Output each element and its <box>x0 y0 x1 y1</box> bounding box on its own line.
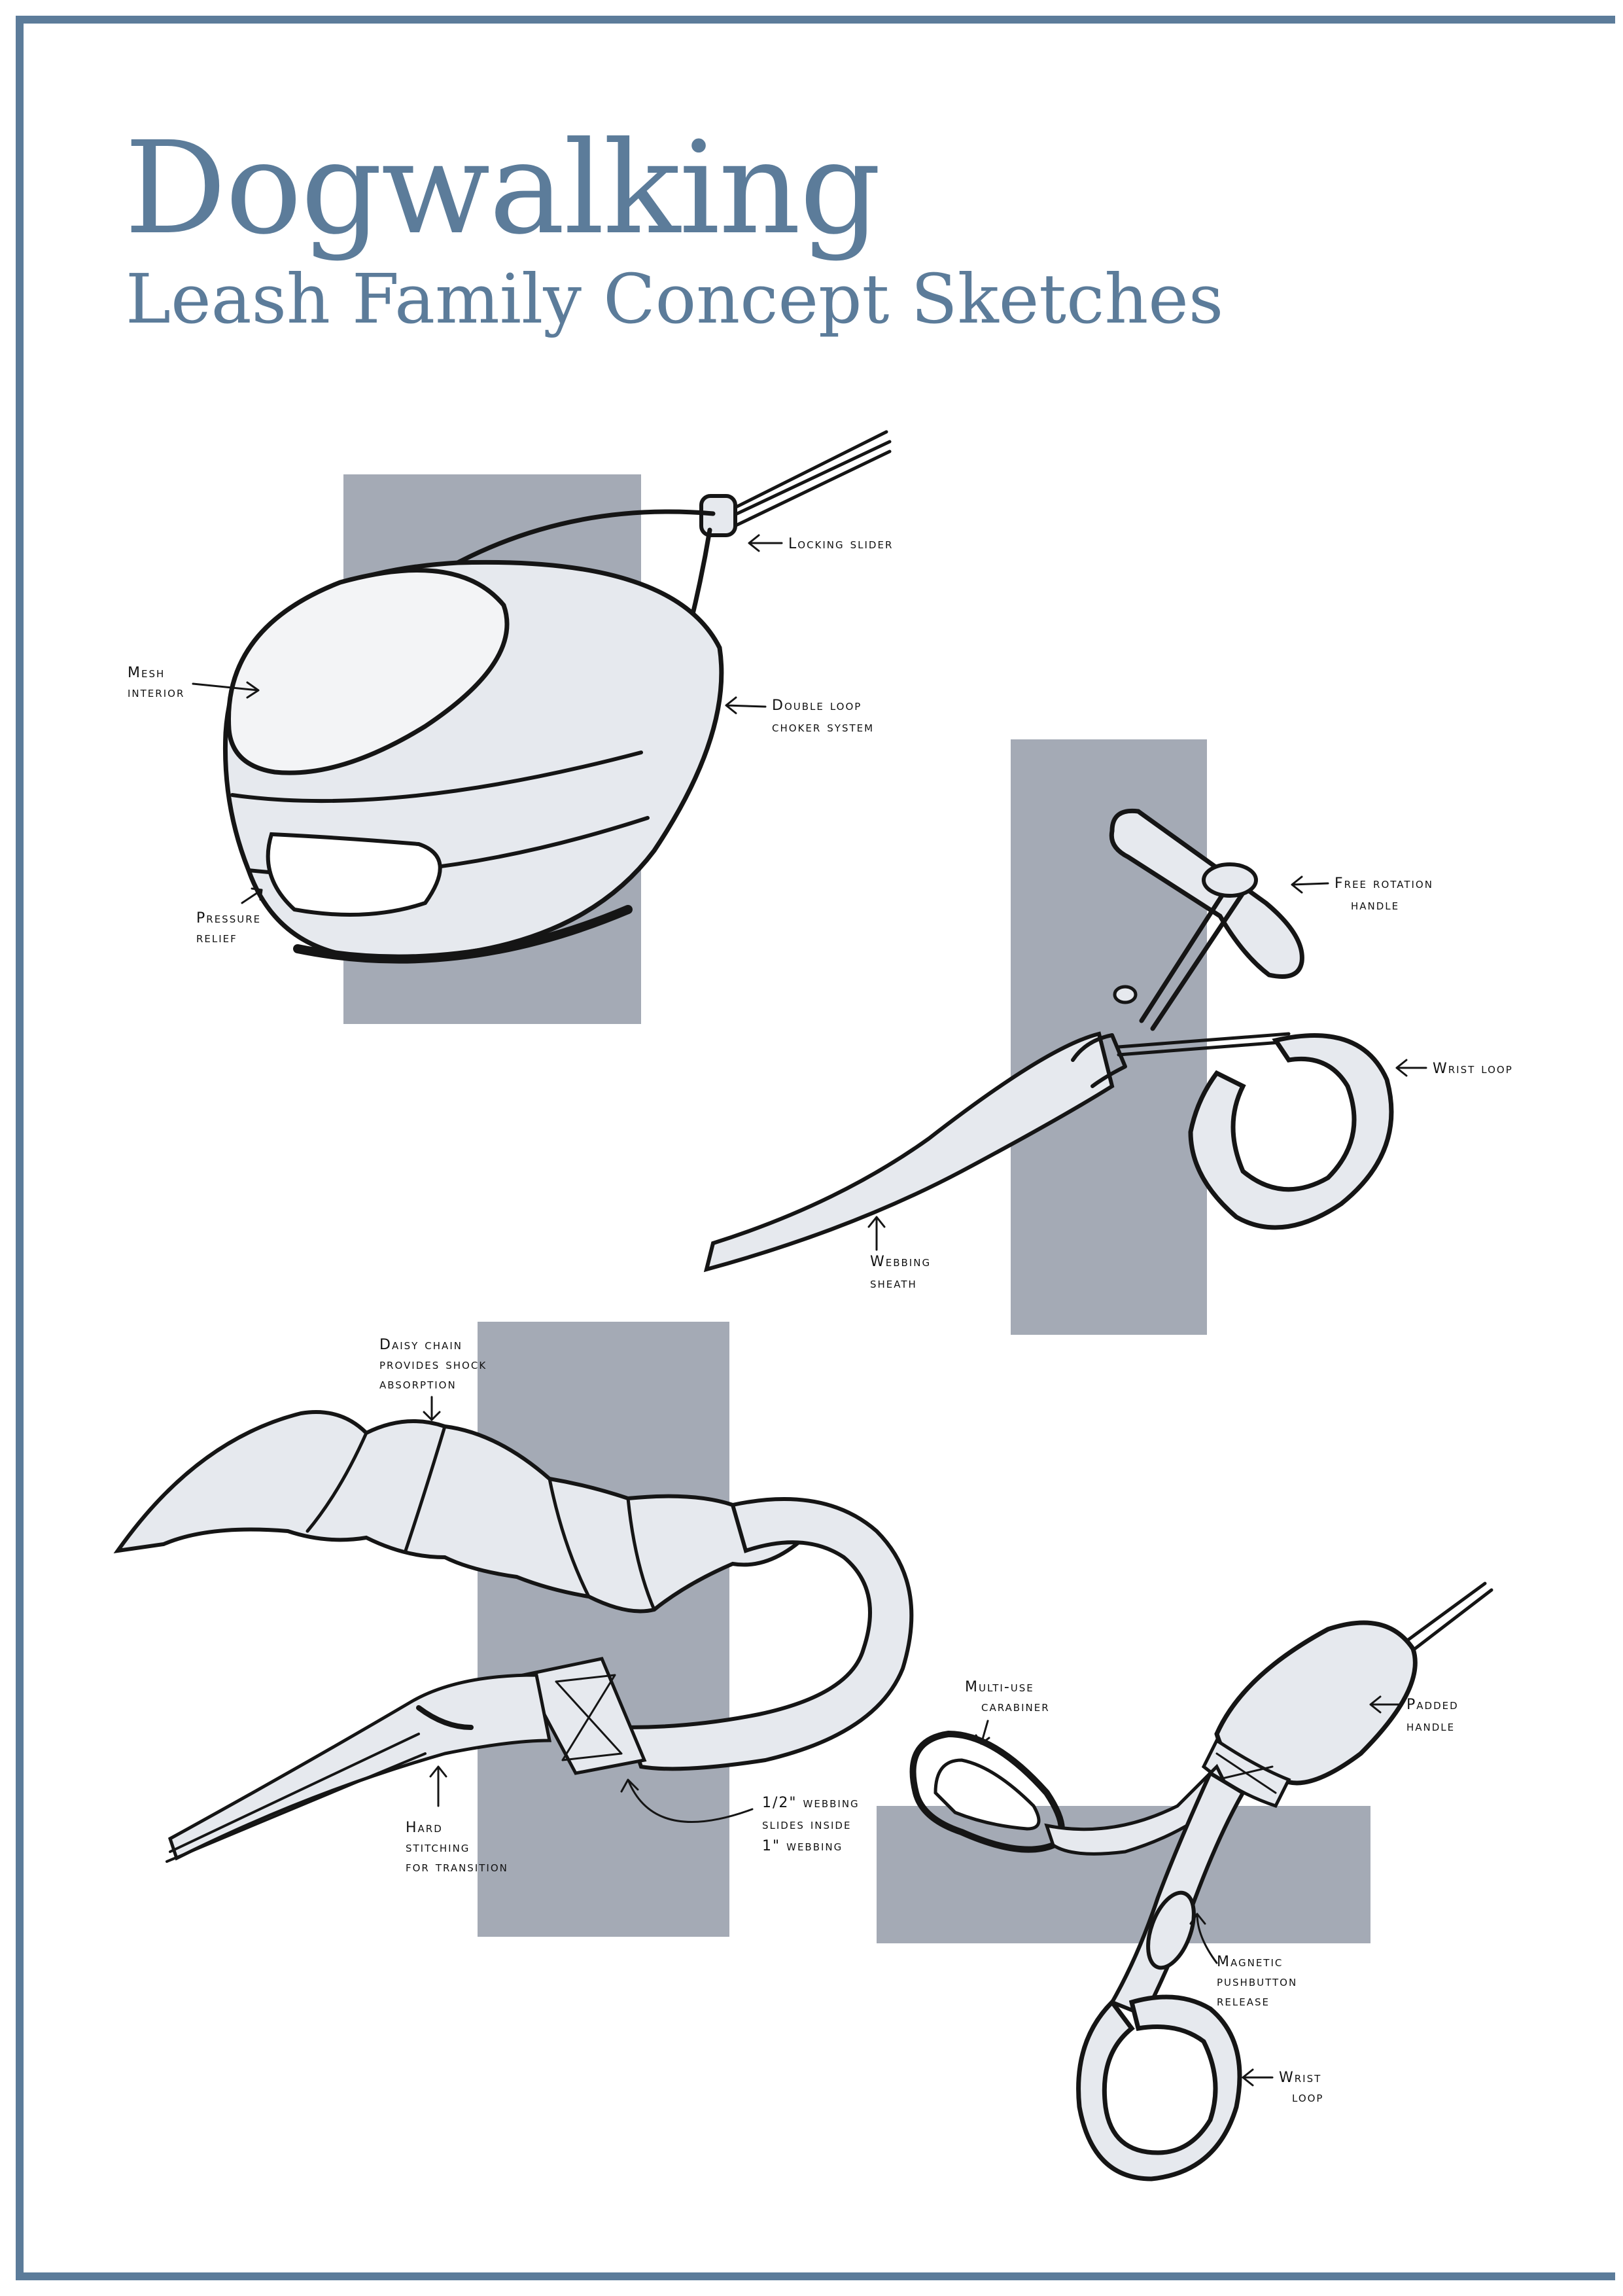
collar-band-line <box>230 751 643 804</box>
leash-cord <box>1117 1032 1291 1057</box>
padded-handle-label-1: Padded <box>1406 1697 1459 1713</box>
collar-sketch: Locking slider Mesh interior Double loop… <box>128 430 893 1024</box>
mesh-interior-label-2: interior <box>128 684 184 701</box>
daisy-chain-backdrop <box>478 1322 729 1937</box>
webbing-label-3: 1" webbing <box>762 1838 843 1854</box>
rotation-leash-sketch: Free rotation handle Wrist loop Webbing … <box>703 739 1513 1335</box>
page-title: Dogwalking <box>124 114 881 262</box>
mesh-interior-arrow <box>192 681 260 699</box>
wrist-loop-2-arrow <box>1242 2068 1274 2087</box>
main-webbing-loop <box>625 1497 914 1771</box>
webbing-label-2: slides inside <box>762 1816 851 1833</box>
handle-stitch-x <box>1215 1752 1277 1794</box>
wrist-loop-label: Wrist loop <box>1433 1061 1513 1077</box>
double-loop-label-1: Double loop <box>772 698 862 714</box>
carabiner-shape <box>909 1730 1065 1853</box>
pressure-relief-arrow <box>241 887 263 904</box>
double-loop-arrow <box>725 696 767 715</box>
hard-stitching-arrow <box>429 1765 447 1807</box>
webbing-label-1: 1/2" webbing <box>762 1795 860 1811</box>
pressure-relief-label-1: Pressure <box>196 910 261 927</box>
wrist-loop-shape <box>1188 1033 1394 1230</box>
narrow-webbing-lines <box>166 1733 427 1863</box>
collar-leash-line <box>714 430 892 535</box>
wrist-loop-2-label-1: Wrist <box>1279 2070 1321 2086</box>
webbing-sheath-arrow <box>867 1216 886 1251</box>
carabiner-label-2: carabiner <box>981 1699 1050 1715</box>
carabiner-leash-sketch: Multi-use carabiner Padded handle Magnet… <box>877 1581 1493 2181</box>
narrow-webbing <box>167 1673 552 1861</box>
daisy-fold-line-4 <box>626 1496 656 1612</box>
free-rotation-handle-shape <box>1109 808 1304 979</box>
webbing-sheath-shape <box>703 1031 1115 1273</box>
mesh-interior-label-1: Mesh <box>128 665 165 681</box>
swivel-stem <box>1139 881 1246 1031</box>
daisy-chain-label-1: Daisy chain <box>379 1337 462 1353</box>
locking-slider-arrow <box>748 534 783 552</box>
magnetic-arrow <box>1189 1913 1218 1964</box>
daisy-fold-line-3 <box>548 1477 591 1598</box>
padded-handle-arrow <box>1369 1695 1401 1714</box>
locking-slider-shape <box>699 494 737 537</box>
webbing-sheath-label-2: sheath <box>870 1275 917 1292</box>
carabiner-arrow <box>975 1720 990 1745</box>
carabiner-label-1: Multi-use <box>965 1679 1034 1695</box>
carabiner-inner <box>934 1758 1041 1831</box>
hard-stitching-label-2: stitching <box>406 1839 470 1856</box>
double-loop-label-2: choker system <box>772 719 874 735</box>
hard-stitching-label-1: Hard <box>406 1820 443 1836</box>
free-rotation-label-2: handle <box>1351 897 1399 913</box>
daisy-chain-arrow <box>423 1396 441 1421</box>
daisy-fold-line-1 <box>305 1431 368 1533</box>
webbing-arrow <box>620 1778 754 1823</box>
stitch-box-x <box>555 1674 623 1761</box>
free-rotation-arrow <box>1291 875 1329 894</box>
page-subtitle: Leash Family Concept Sketches <box>126 259 1224 339</box>
page-frame <box>16 16 1615 2280</box>
wrist-loop-arrow <box>1395 1059 1427 1077</box>
daisy-chain-label-3: absorption <box>379 1376 457 1392</box>
mesh-interior-shape <box>226 568 510 775</box>
magnetic-label-1: Magnetic <box>1217 1954 1283 1970</box>
magnetic-label-3: release <box>1217 1993 1270 2009</box>
daisy-chain-sketch: Daisy chain provides shock absorption Ha… <box>113 1322 914 1937</box>
carabiner-wrist-loop <box>1076 1994 1242 2181</box>
locking-slider-label: Locking slider <box>788 536 893 552</box>
wrist-loop-2-label-2: loop <box>1292 2089 1323 2106</box>
padded-handle-label-2: handle <box>1406 1718 1455 1735</box>
sheath-collar <box>1071 1033 1127 1088</box>
daisy-fold-line-2 <box>404 1424 447 1553</box>
pressure-relief-shape <box>266 832 442 917</box>
swivel-ring <box>1113 985 1138 1004</box>
magnetic-label-2: pushbutton <box>1217 1973 1297 1990</box>
free-rotation-label-1: Free rotation <box>1335 875 1433 892</box>
magnetic-release-shape <box>1146 1890 1196 1970</box>
swivel-disc <box>1202 862 1258 898</box>
daisy-chain-label-2: provides shock <box>379 1356 487 1373</box>
pressure-relief-label-2: relief <box>196 930 237 946</box>
collar-shadow <box>293 905 633 964</box>
webbing-sheath-label-1: Webbing <box>870 1254 931 1270</box>
hard-stitching-mark <box>416 1705 474 1730</box>
hard-stitching-label-3: for transition <box>406 1859 508 1875</box>
